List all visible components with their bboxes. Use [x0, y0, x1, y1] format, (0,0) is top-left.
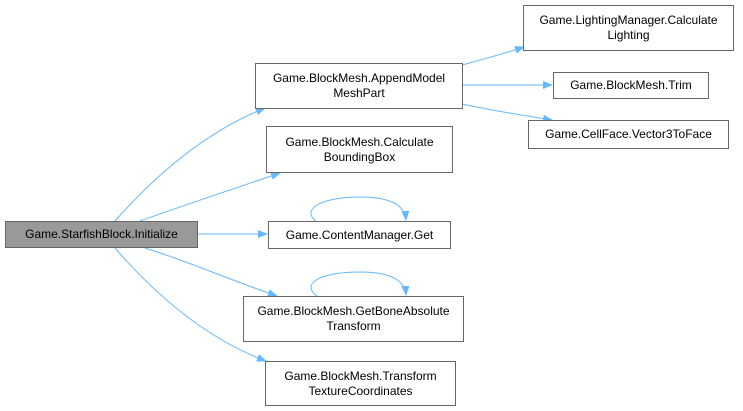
node-label: Game.BlockMesh.Trim — [570, 78, 692, 92]
node-label-line-2: BoundingBox — [323, 149, 396, 164]
node-label-line-1: Game.BlockMesh.AppendModel — [272, 71, 446, 85]
edge-append-model-mesh-part-to-vector3-to-face — [461, 103, 553, 123]
edge-root-to-get-bone-absolute-transform — [144, 247, 278, 297]
node-label-line-1: Game.BlockMesh.Calculate — [285, 134, 434, 149]
node-label-line-1: Game.BlockMesh.Transform — [284, 368, 437, 383]
node-transform-texture-coordinates[interactable]: Game.BlockMesh.Transform TextureCoordina… — [265, 361, 456, 406]
node-label-line-2: MeshPart — [333, 86, 385, 100]
node-label-line-2: Transform — [326, 319, 381, 333]
node-calculate-lighting[interactable]: Game.LightingManager.Calculate Lighting — [523, 5, 734, 51]
node-label-line-1: Game.BlockMesh.GetBoneAbsolute — [257, 304, 450, 318]
node-label-line-1: Game.LightingManager.Calculate — [539, 13, 718, 27]
edge-root-to-calculate-bounding-box — [139, 172, 281, 222]
edge-root-to-append-model-mesh-part — [114, 107, 266, 222]
node-label: Game.StarfishBlock.Initialize — [25, 227, 178, 241]
node-append-model-mesh-part[interactable]: Game.BlockMesh.AppendModel MeshPart — [255, 63, 463, 109]
node-calculate-bounding-box[interactable]: Game.BlockMesh.Calculate BoundingBox — [266, 126, 453, 173]
edge-root-to-transform-texture-coordinates — [114, 247, 267, 362]
edge-get-bone-absolute-transform-self-loop — [310, 271, 410, 297]
node-label-line-2: TextureCoordinates — [308, 383, 413, 398]
node-label-line-2: Lighting — [607, 28, 650, 42]
node-label: Game.ContentManager.Get — [285, 227, 434, 242]
node-label: Game.CellFace.Vector3ToFace — [545, 127, 712, 141]
node-get-bone-absolute-transform[interactable]: Game.BlockMesh.GetBoneAbsolute Transform — [243, 296, 464, 342]
node-starfish-block-initialize[interactable]: Game.StarfishBlock.Initialize — [5, 221, 198, 248]
edge-append-model-mesh-part-to-calculate-lighting — [461, 46, 525, 66]
node-cell-face-vector3-to-face[interactable]: Game.CellFace.Vector3ToFace — [528, 120, 729, 149]
node-content-manager-get[interactable]: Game.ContentManager.Get — [268, 221, 451, 249]
node-block-mesh-trim[interactable]: Game.BlockMesh.Trim — [553, 72, 709, 99]
edge-content-manager-get-self-loop — [310, 196, 410, 223]
